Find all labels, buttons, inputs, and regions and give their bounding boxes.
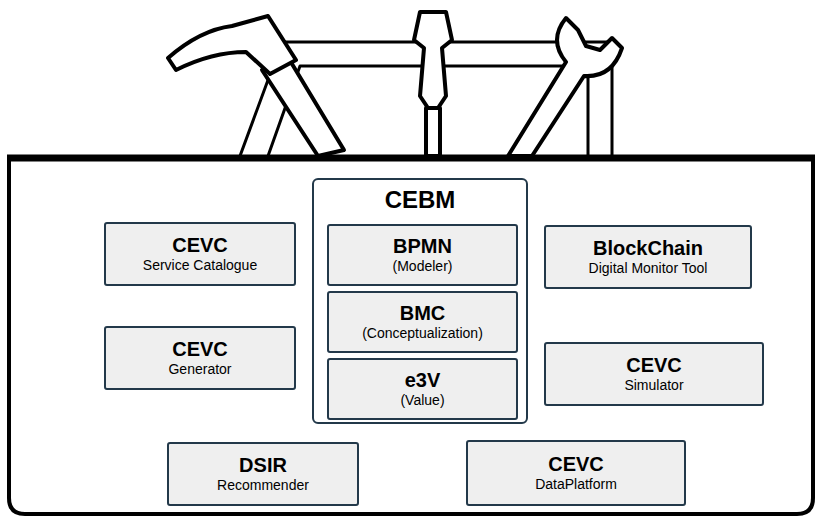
- module-box: e3V(Value): [327, 358, 518, 420]
- wrench-icon: [508, 18, 622, 156]
- service-box: CEVCSimulator: [544, 342, 764, 406]
- box-subtitle: (Conceptualization): [362, 325, 483, 341]
- service-box: DSIRRecommender: [167, 442, 359, 506]
- box-title: CEBM: [385, 186, 456, 214]
- group-box: CEBMBPMN(Modeler)BMC(Conceptualization)e…: [312, 178, 528, 424]
- box-title: BlockChain: [593, 237, 703, 260]
- service-box: CEVCDataPlatform: [466, 440, 686, 506]
- module-box: BPMN(Modeler): [327, 224, 518, 286]
- hammer-icon: [168, 16, 344, 156]
- toolbox-rim: [7, 155, 815, 162]
- box-subtitle: (Value): [400, 392, 444, 408]
- service-box: CEVCService Catalogue: [104, 222, 296, 286]
- box-subtitle: Digital Monitor Tool: [589, 260, 708, 276]
- box-subtitle: (Modeler): [393, 258, 453, 274]
- service-box: CEVCGenerator: [104, 326, 296, 390]
- box-title: CEVC: [626, 354, 682, 377]
- box-subtitle: Recommender: [217, 477, 309, 493]
- box-title: BPMN: [393, 235, 452, 258]
- box-title: DSIR: [239, 454, 287, 477]
- box-title: BMC: [400, 302, 446, 325]
- box-subtitle: Simulator: [624, 377, 683, 393]
- module-box: BMC(Conceptualization): [327, 291, 518, 353]
- box-subtitle: Generator: [168, 361, 231, 377]
- box-subtitle: Service Catalogue: [143, 257, 257, 273]
- box-subtitle: DataPlatform: [535, 476, 617, 492]
- box-title: e3V: [405, 369, 441, 392]
- box-title: CEVC: [172, 338, 228, 361]
- toolbox-body: [9, 158, 813, 514]
- service-box: BlockChainDigital Monitor Tool: [544, 225, 752, 289]
- screwdriver-icon: [414, 12, 452, 156]
- box-title: CEVC: [548, 453, 604, 476]
- box-title: CEVC: [172, 234, 228, 257]
